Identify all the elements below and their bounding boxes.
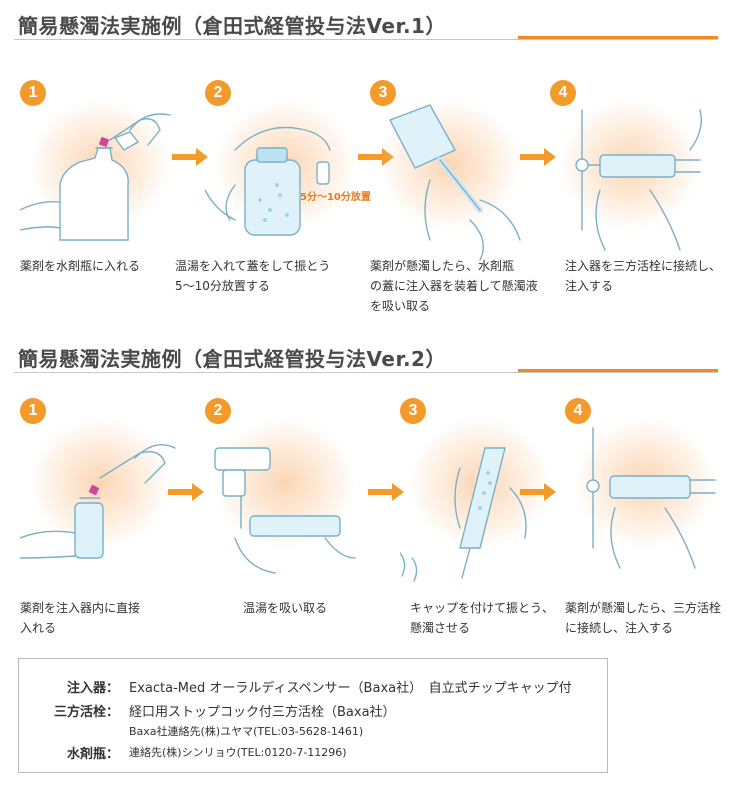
ver2-step-2: 2 (205, 398, 365, 588)
arrow-right-icon (172, 148, 208, 166)
step-number-badge: 2 (205, 80, 231, 106)
info-value: 連絡先(株)シンリョウ(TEL:0120-7-11296) (129, 746, 347, 759)
step-number-badge: 4 (550, 80, 576, 106)
ver1-step-4: 4 (550, 80, 710, 270)
equipment-info-box: 注入器： Exacta-Med オーラルディスペンサー（Baxa社） 自立式チッ… (18, 658, 608, 773)
step-caption: 温湯を吸い取る (243, 601, 328, 615)
step-number-badge: 1 (20, 398, 46, 424)
step-number-badge: 3 (400, 398, 426, 424)
section-ver2: 簡易懸濁法実施例（倉田式経管投与法Ver.2） 1 (0, 333, 756, 653)
illustration-connect-stopcock (586, 427, 716, 569)
illustration-connect-stopcock (575, 109, 702, 251)
step-caption: 薬剤を注入器内に直接 入れる (20, 601, 141, 635)
step-caption: 薬剤が懸濁したら、水剤瓶 の蓋に注入器を装着して懸濁液 を吸い取る (370, 259, 538, 313)
step-caption: 薬剤を水剤瓶に入れる (20, 259, 141, 273)
step-caption: 温湯を入れて蓋をして振とう 5〜10分放置する (175, 259, 331, 293)
title-accent-line (518, 36, 718, 39)
wait-time-label: 5分〜10分放置 (300, 192, 371, 203)
illustration-draw-syringe (389, 104, 521, 261)
info-contact: Baxa社連絡先(株)ユヤマ(TEL:03-5628-1461) (129, 725, 364, 738)
ver2-step-4: 4 (565, 398, 725, 588)
info-value: Exacta-Med オーラルディスペンサー（Baxa社） 自立式チップキャップ… (129, 681, 572, 696)
step-caption: 注入器を三方活栓に接続し、 注入する (565, 259, 722, 293)
title-accent-line (518, 369, 718, 372)
info-label: 注入器： (66, 681, 119, 696)
arrow-right-icon (168, 483, 204, 501)
info-label: 水剤瓶： (66, 747, 119, 762)
ver2-step-1: 1 (20, 398, 180, 588)
illustration-faucet-syringe (214, 447, 356, 574)
ver1-step-1: 1 (20, 80, 180, 270)
illustration-shake-bottle (205, 126, 331, 236)
ver1-step-3: 3 (370, 80, 530, 270)
arrow-right-icon (520, 148, 556, 166)
step-number-badge: 2 (205, 398, 231, 424)
ver2-step-3: 3 (400, 398, 560, 588)
section-title-bar: 簡易懸濁法実施例（倉田式経管投与法Ver.1） (14, 8, 718, 40)
illustration-shake-syringe (400, 447, 527, 582)
section-title-bar: 簡易懸濁法実施例（倉田式経管投与法Ver.2） (14, 341, 718, 373)
info-label: 三方活栓： (53, 705, 119, 720)
illustration-bottle-pills (20, 113, 171, 241)
info-value: 経口用ストップコック付三方活栓（Baxa社） (129, 705, 396, 720)
section-title: 簡易懸濁法実施例（倉田式経管投与法Ver.2） (18, 347, 446, 371)
step-caption: キャップを付けて振とう、 懸濁させる (410, 601, 555, 635)
section-ver1: 簡易懸濁法実施例（倉田式経管投与法Ver.1） 1 (0, 0, 756, 330)
section-title: 簡易懸濁法実施例（倉田式経管投与法Ver.1） (18, 14, 446, 38)
step-number-badge: 4 (565, 398, 591, 424)
arrow-right-icon (520, 483, 556, 501)
step-caption: 薬剤が懸濁したら、三方活栓 に接続し、注入する (565, 601, 722, 635)
step-number-badge: 3 (370, 80, 396, 106)
illustration-pill-into-syringe (20, 444, 176, 559)
arrow-right-icon (368, 483, 404, 501)
ver1-step-2: 5分〜10分放置 2 (205, 80, 371, 270)
step-number-badge: 1 (20, 80, 46, 106)
